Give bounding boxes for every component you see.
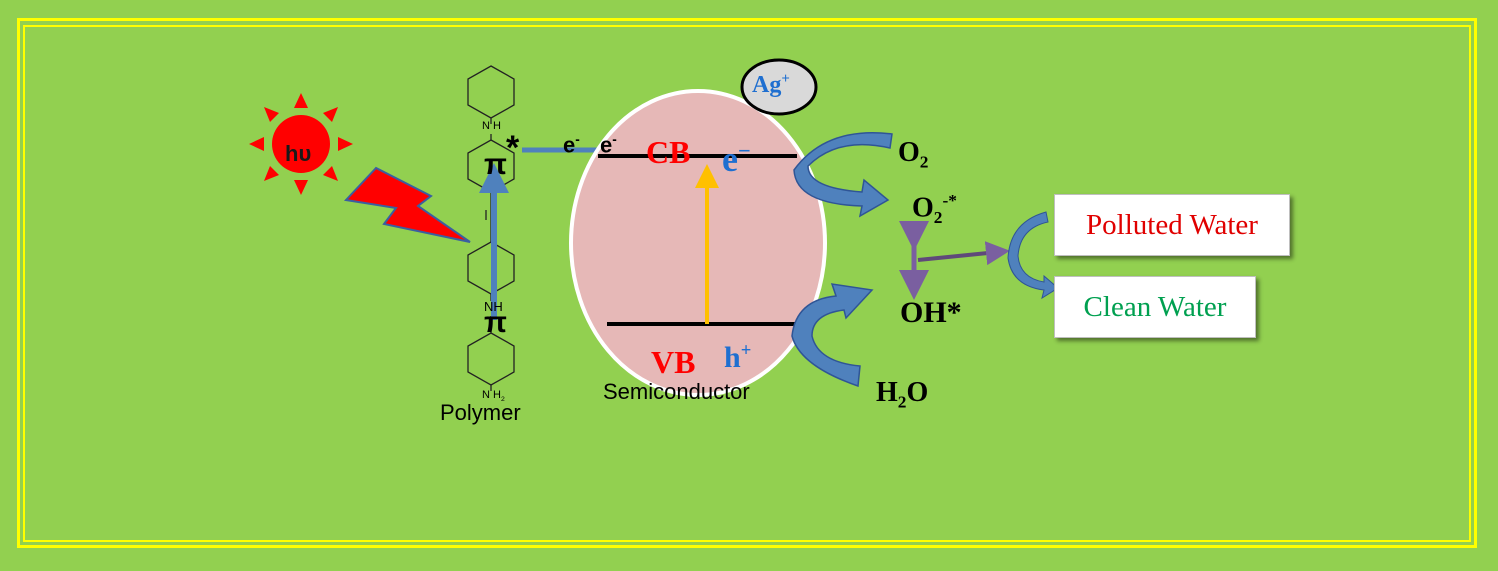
oxygen-label: O2: [898, 137, 929, 172]
conduction-band-label: CB: [646, 134, 691, 170]
vb-hole-label: h+: [724, 340, 752, 374]
polymer-electron-1: e-: [563, 132, 580, 158]
polymer-star: *: [506, 129, 520, 167]
water-molecule-label: H2O: [876, 377, 929, 412]
polymer-pi-bottom: π: [484, 306, 507, 339]
silver-ion-label: Ag+: [752, 71, 790, 98]
polymer-nh-top: N H: [482, 120, 501, 132]
sun-icon: [249, 93, 353, 195]
sun-label: hυ: [285, 141, 312, 166]
cleaning-curved-arrow: [1007, 211, 1059, 300]
frame-border-outer: [17, 18, 1477, 548]
superoxide-radical-label: O2-*: [912, 191, 957, 227]
polymer-nh-bottom: NH: [484, 299, 503, 314]
frame-border-inner: [23, 25, 1471, 542]
polymer-nh2: N H2: [482, 389, 505, 404]
cb-electron-label: e−: [722, 138, 751, 179]
clean-water-box: Clean Water: [1054, 276, 1256, 338]
reduction-curved-arrow: [793, 132, 893, 218]
polymer-pi-top: π: [484, 148, 507, 181]
semiconductor-particle: [569, 89, 827, 397]
semiconductor-label: Semiconductor: [603, 379, 750, 404]
polymer-electron-2: e-: [600, 132, 617, 158]
valence-band-label: VB: [651, 344, 696, 380]
lightning-bolt-icon: [343, 166, 471, 243]
radical-to-water-arrow: [917, 241, 1010, 266]
polymer-label: Polymer: [440, 400, 521, 425]
polluted-water-box: Polluted Water: [1054, 194, 1290, 256]
oxidation-curved-arrow: [791, 283, 874, 388]
silver-ion-badge: [740, 58, 818, 116]
hydroxyl-radical-label: OH*: [900, 296, 962, 329]
